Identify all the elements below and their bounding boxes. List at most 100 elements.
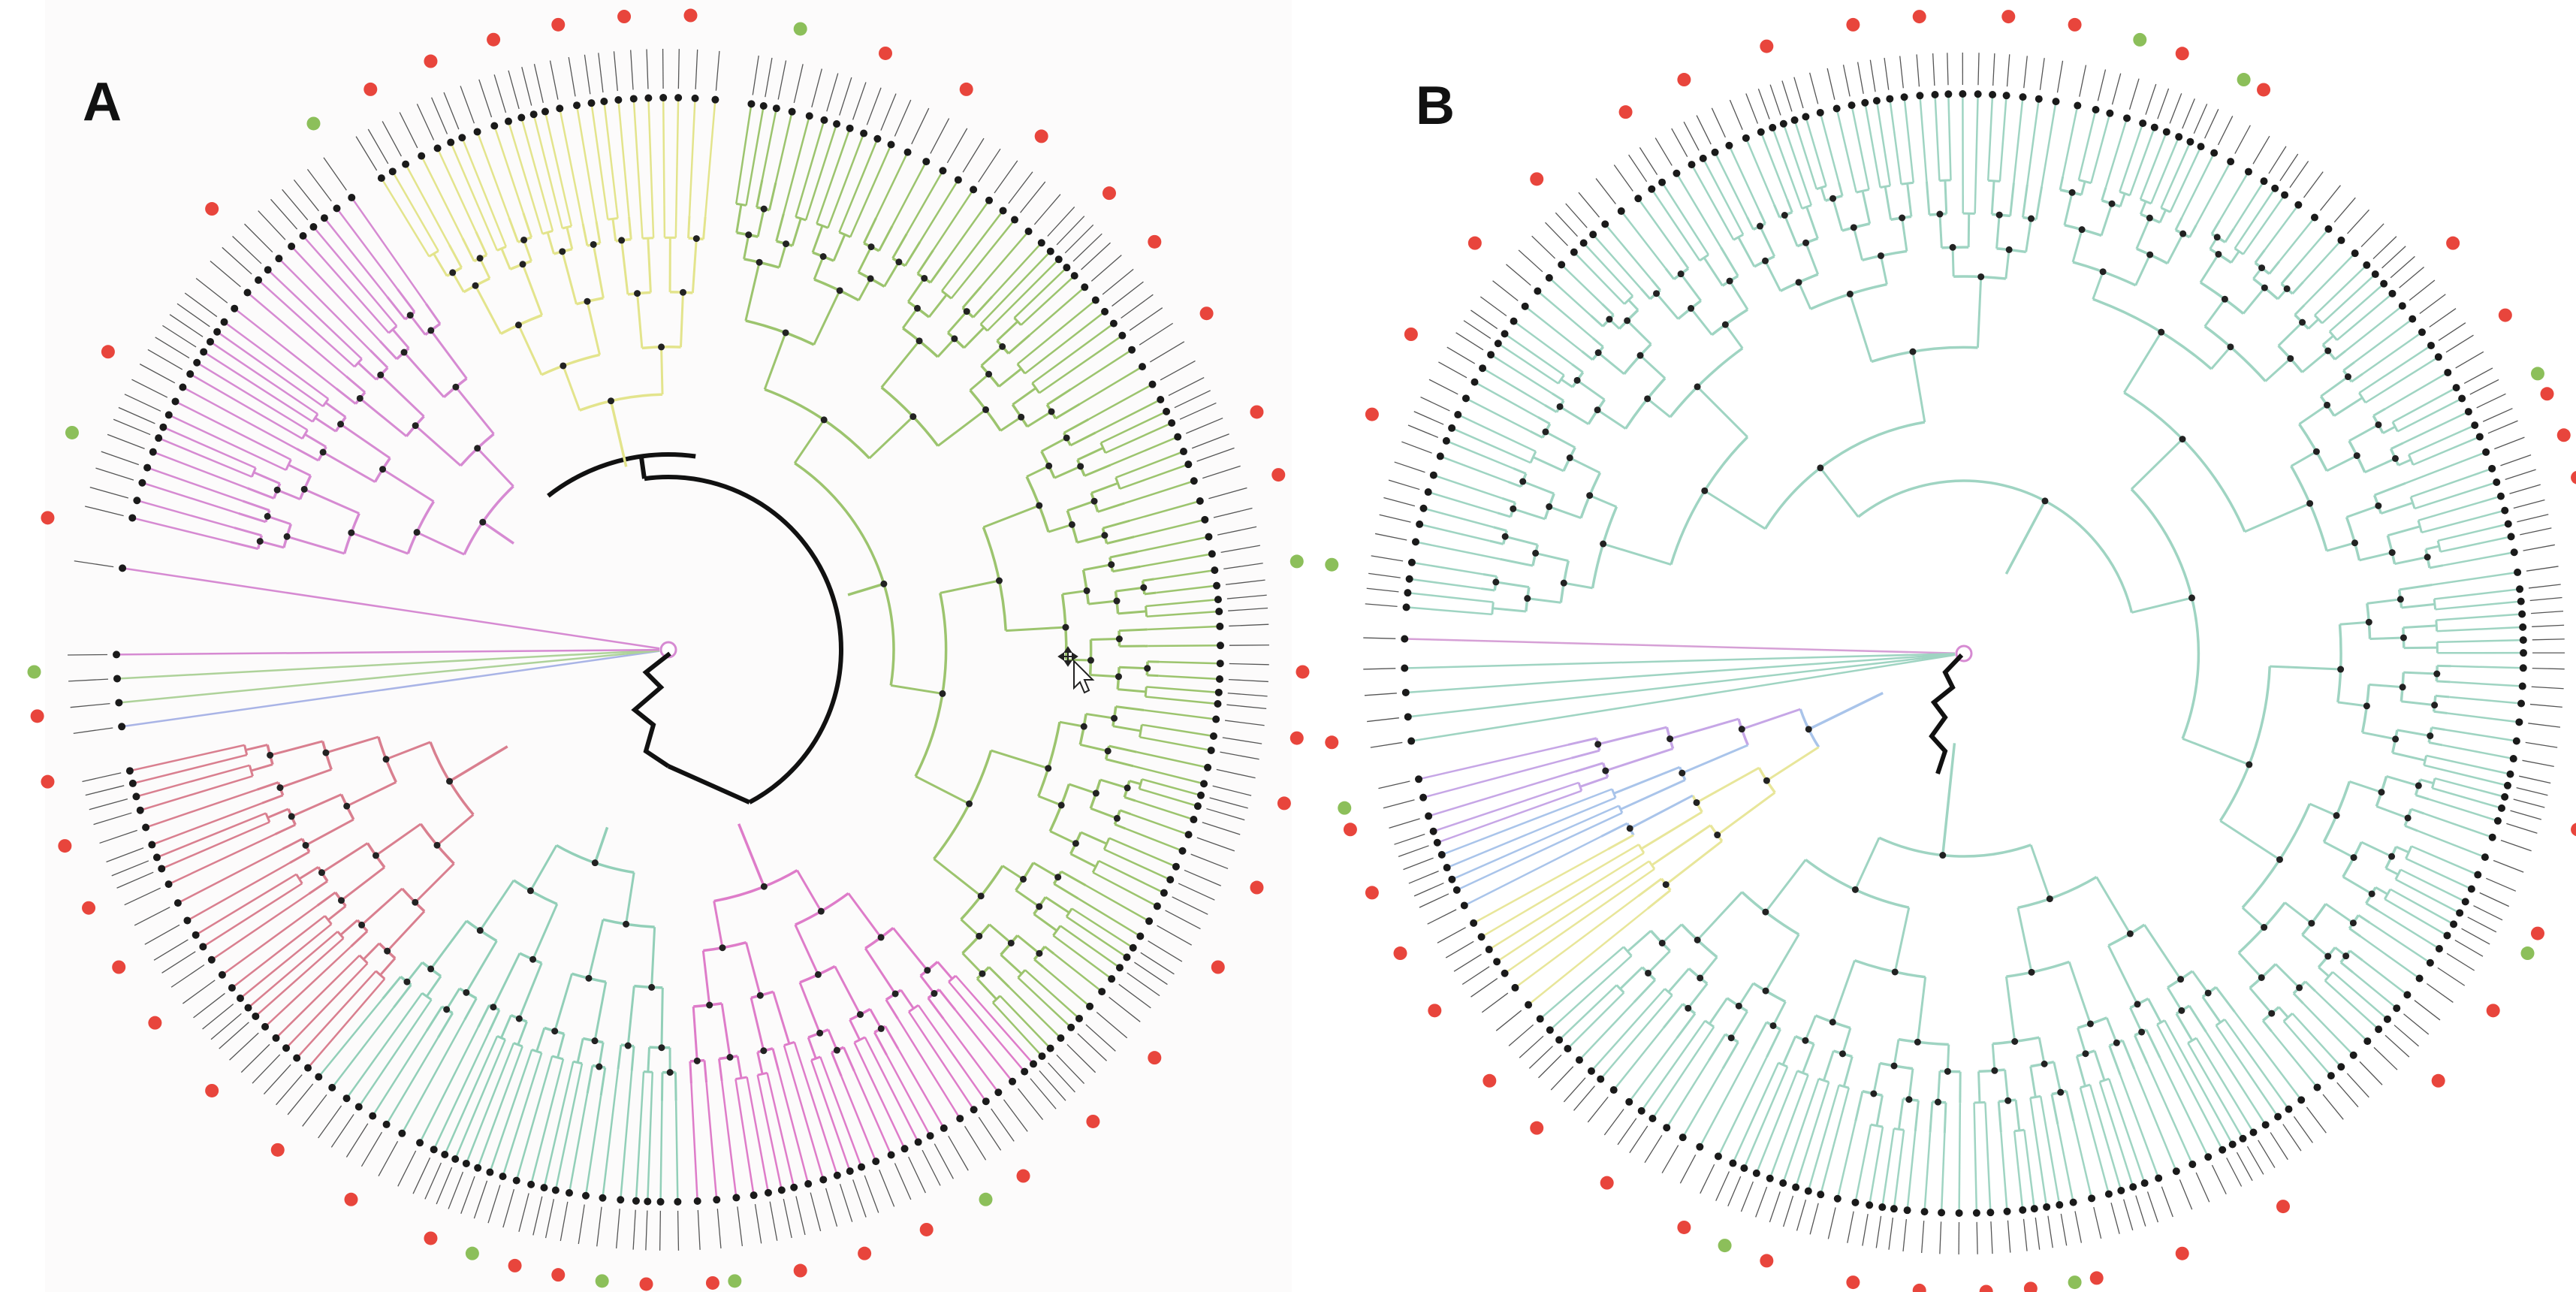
tree-branch: [1990, 180, 1995, 215]
tree-branch: [914, 593, 948, 777]
tip-label: [1403, 857, 1434, 871]
tree-node: [412, 898, 419, 906]
tree-node: [452, 383, 460, 391]
red-marker: [30, 709, 44, 723]
tree-branch: [2418, 495, 2502, 522]
tree-branch: [1916, 977, 1927, 1043]
tip-node: [1452, 886, 1461, 894]
tree-branch: [2119, 122, 2144, 192]
tree-branch: [783, 1045, 825, 1180]
tip-label: [659, 1210, 662, 1251]
tree-branch: [465, 1043, 515, 1164]
tree-branch: [701, 950, 711, 1006]
tree-branch: [1000, 953, 1023, 975]
tree-node: [1949, 243, 1956, 251]
tip-label: [2195, 1172, 2210, 1203]
tree-branch: [2242, 287, 2266, 315]
tree-branch: [1627, 929, 1652, 952]
tip-node: [200, 348, 208, 356]
tip-label: [1077, 1033, 1107, 1061]
tip-label: [1018, 1088, 1044, 1121]
tree-branch: [517, 1021, 528, 1046]
tree-branch: [357, 361, 378, 381]
tree-branch: [1794, 1082, 1830, 1188]
tree-branch: [1699, 956, 1718, 979]
tree-branch: [1936, 1070, 1941, 1103]
tip-node: [1587, 1067, 1595, 1075]
tree-branch: [720, 1080, 738, 1198]
tree-branch: [1493, 526, 1507, 532]
tip-node: [1190, 816, 1198, 824]
tip-node: [231, 304, 239, 312]
tree-branch: [1059, 720, 1084, 728]
tree-branch: [933, 858, 982, 898]
tip-node: [1070, 272, 1078, 280]
tip-label: [922, 1149, 941, 1186]
tree-branch: [1862, 249, 1908, 261]
tree-branch: [285, 962, 369, 1049]
tree-branch: [1880, 184, 1891, 189]
tip-node: [599, 1194, 607, 1202]
tree-branch: [1156, 584, 1217, 594]
tree-branch: [745, 942, 762, 996]
tree-branch: [1433, 474, 1503, 500]
tree-node: [1018, 413, 1025, 421]
tree-branch: [2029, 1066, 2037, 1097]
tree-branch: [409, 314, 427, 336]
tip-label: [2123, 1199, 2134, 1230]
tree-branch: [819, 1056, 863, 1168]
tree-branch: [1062, 589, 1087, 596]
tree-branch: [2100, 203, 2113, 236]
tip-label: [473, 1180, 488, 1219]
tree-node: [618, 237, 626, 244]
tree-node: [2427, 732, 2434, 740]
tip-label: [2390, 255, 2415, 279]
tree-branch: [1044, 945, 1055, 955]
tip-node: [1752, 1169, 1760, 1177]
tree-branch: [1623, 343, 1652, 375]
tree-branch: [2364, 356, 2439, 404]
tree-branch: [529, 1058, 565, 1185]
tip-label: [697, 1209, 701, 1250]
tree-branch: [1667, 967, 1690, 993]
tree-branch: [1589, 494, 1618, 509]
tip-node: [388, 168, 397, 176]
tip-label: [443, 92, 460, 130]
red-marker: [1530, 172, 1544, 186]
red-marker: [41, 511, 55, 525]
tip-node: [1589, 231, 1597, 239]
tip-label: [1398, 845, 1429, 857]
tip-node: [2475, 433, 2484, 441]
tree-branch: [2166, 233, 2185, 264]
tip-node: [1193, 802, 1202, 811]
tree-branch: [1158, 675, 1220, 681]
red-marker: [1846, 1275, 1860, 1290]
tip-node: [458, 134, 466, 142]
tree-branch: [2210, 346, 2232, 370]
tree-branch: [705, 1082, 718, 1200]
tree-branch: [1495, 581, 1530, 589]
tree-branch: [2215, 986, 2236, 1013]
tree-branch: [1146, 686, 1219, 694]
tree-branch: [713, 901, 724, 948]
tree-branch: [961, 285, 982, 309]
tip-label: [1140, 952, 1175, 975]
tree-node: [2333, 812, 2340, 820]
tree-branch: [2156, 1019, 2166, 1026]
tree-branch: [2298, 404, 2328, 425]
tree-branch: [345, 375, 366, 394]
tip-node: [490, 122, 499, 130]
tip-label: [2531, 686, 2564, 690]
tip-label: [2455, 351, 2484, 369]
tip-node: [328, 1083, 336, 1091]
tip-node: [1215, 608, 1223, 616]
tree-branch: [1109, 744, 1137, 753]
tree-branch: [2093, 1050, 2106, 1081]
tip-node: [2106, 109, 2114, 117]
tip-node: [1546, 1026, 1554, 1034]
tree-branch: [1717, 1056, 1768, 1157]
tip-node: [148, 841, 156, 849]
tip-node: [556, 104, 564, 113]
tip-label: [1518, 249, 1543, 273]
tree-node: [1115, 673, 1122, 681]
